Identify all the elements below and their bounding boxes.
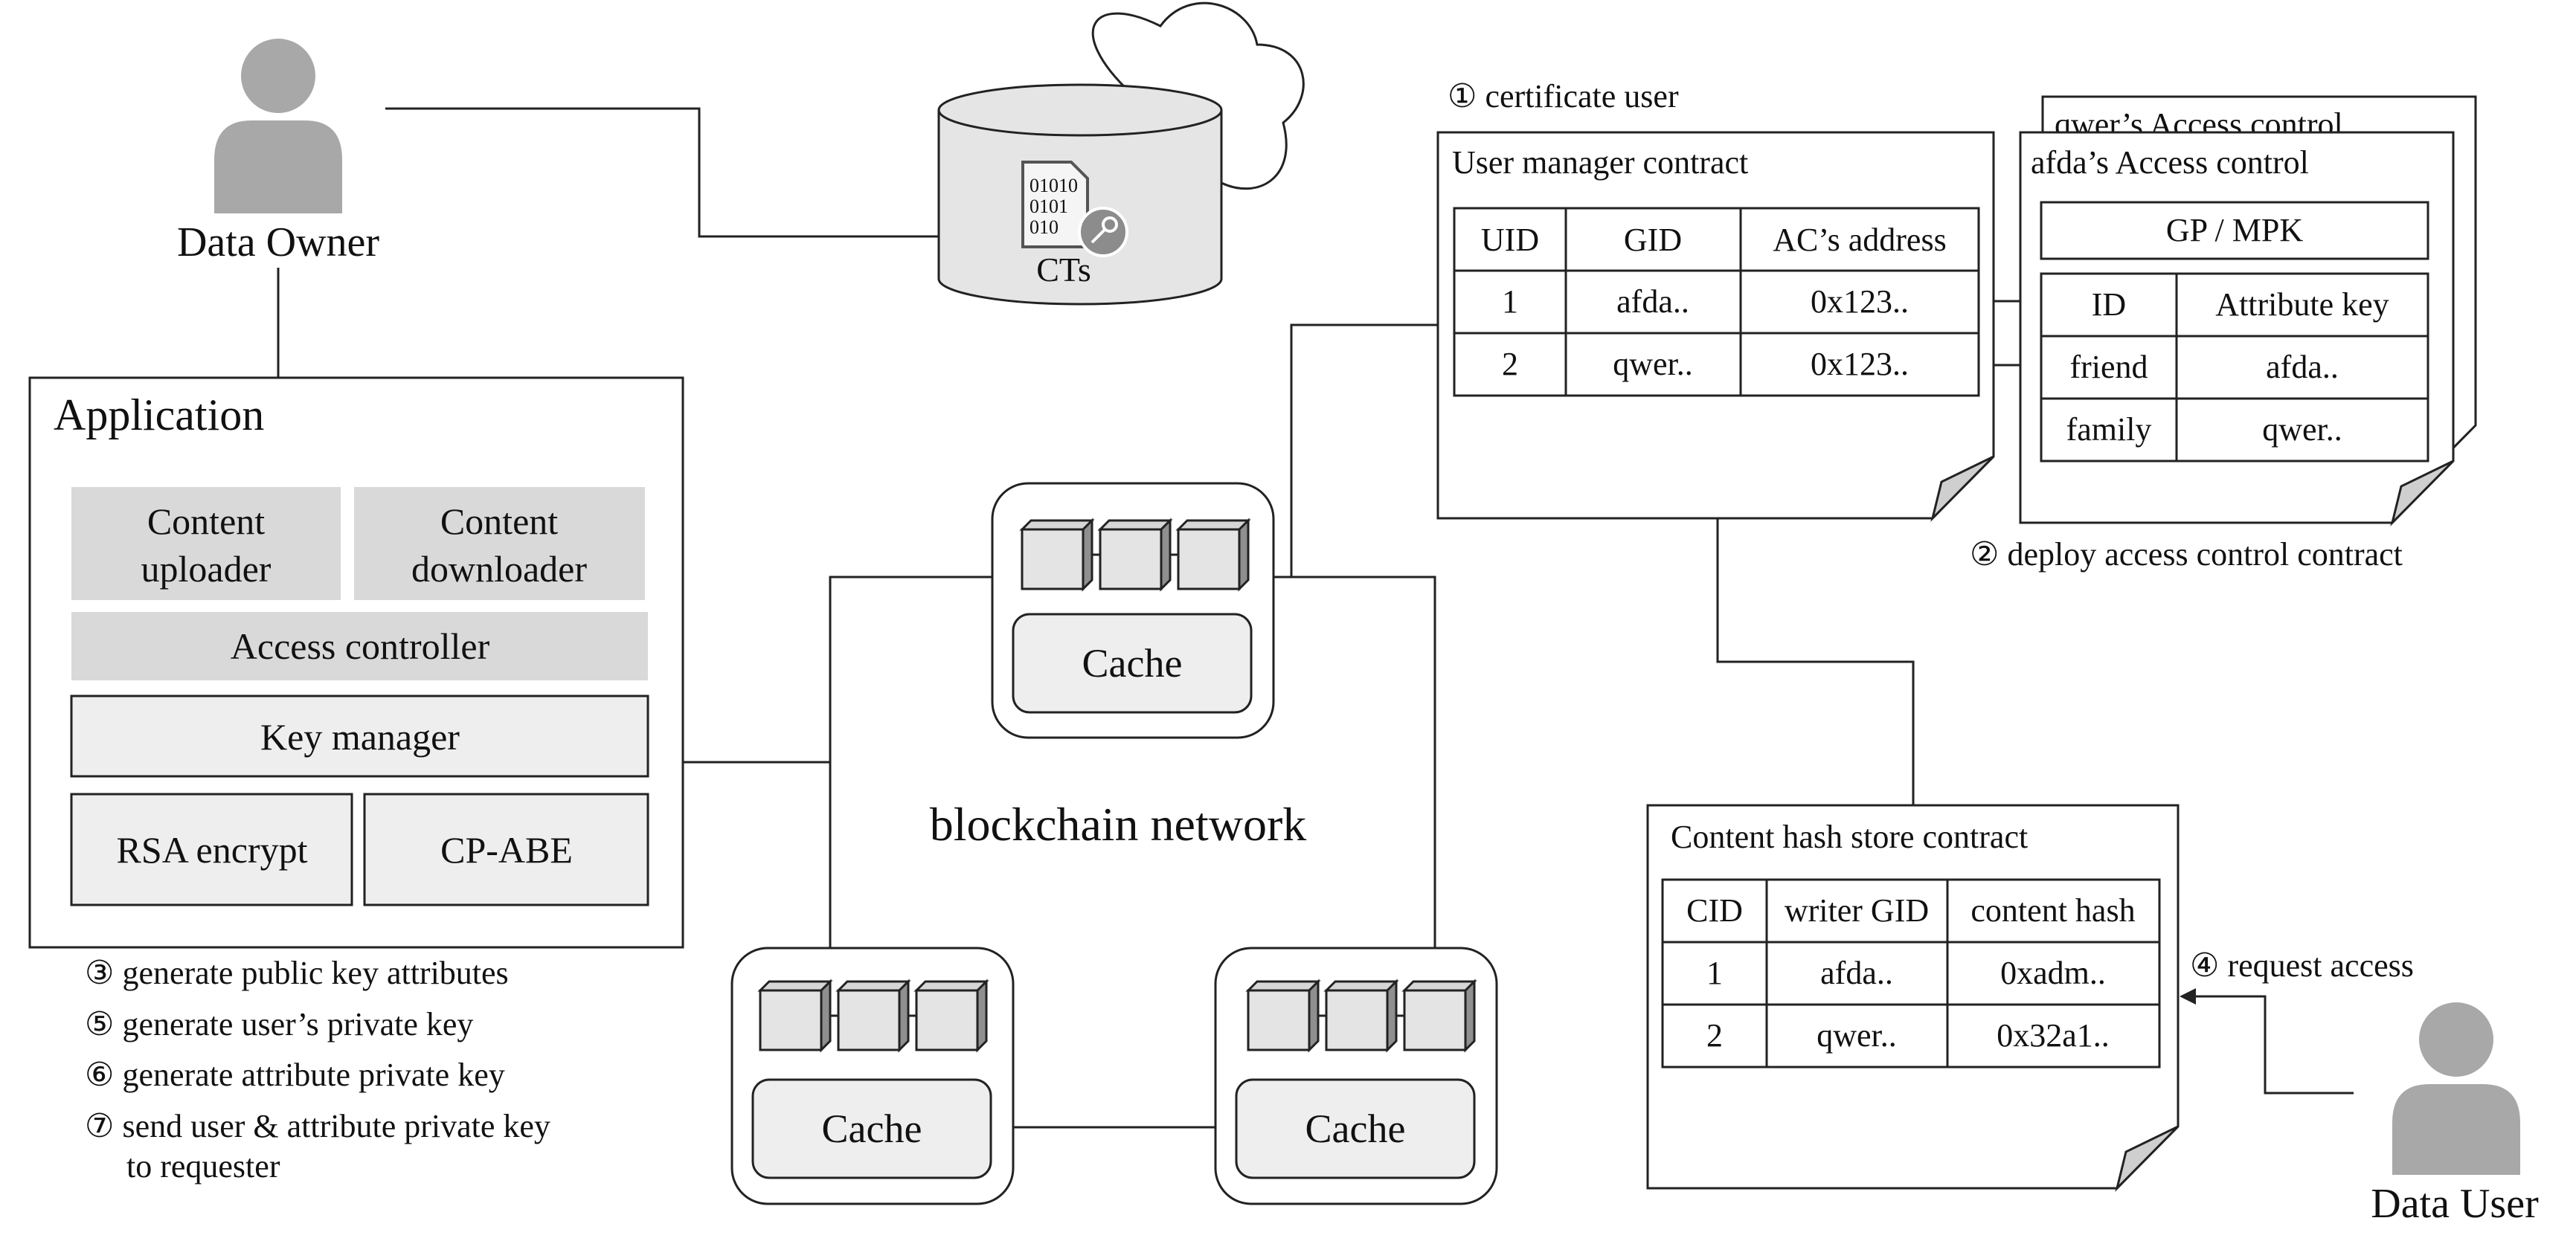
content-uploader-label-1: Content — [147, 500, 265, 542]
content-downloader-label-2: downloader — [411, 548, 587, 590]
table-header: GID — [1624, 222, 1682, 258]
ct-storage: 01010 0101 010 CTs — [937, 1, 1305, 306]
gp-mpk-box — [2040, 201, 2429, 260]
cache-label: Cache — [822, 1106, 922, 1151]
access-controller-label: Access controller — [231, 625, 490, 667]
user-manager-title: User manager contract — [1452, 144, 1748, 181]
block-cubes-icon — [757, 979, 989, 1053]
block-cubes-icon — [1019, 518, 1251, 592]
table-cell: 0x32a1.. — [1997, 1017, 2110, 1054]
step-1-text: ① certificate user — [1448, 78, 1679, 115]
content-uploader-label-2: uploader — [141, 548, 272, 590]
step-2-text: ② deploy access control contract — [1970, 536, 2403, 573]
cache-box — [1235, 1078, 1476, 1179]
person-icon-head — [2419, 1002, 2493, 1077]
table-header: ID — [2092, 286, 2126, 323]
data-owner-label: Data Owner — [177, 219, 379, 265]
table-cell: afda.. — [1616, 283, 1689, 320]
cp-abe-label: CP-ABE — [440, 829, 573, 871]
table-header: writer GID — [1785, 892, 1929, 929]
data-owner: Data Owner — [177, 39, 379, 265]
person-icon-body — [2392, 1084, 2520, 1175]
rsa-encrypt-label: RSA encrypt — [117, 829, 308, 871]
table-cell: qwer.. — [1817, 1017, 1897, 1054]
page-curl — [2390, 460, 2455, 526]
table-cell: 2 — [1502, 346, 1518, 382]
step-3-text: ③ generate public key attributes — [85, 955, 509, 991]
table-header: AC’s address — [1773, 222, 1946, 258]
cp-abe-box — [363, 793, 649, 906]
cache-box — [751, 1078, 992, 1179]
network-to-user-manager-line — [1290, 323, 1438, 577]
database-cylinder-top — [937, 83, 1223, 137]
step-4-text: ④ request access — [2190, 947, 2414, 984]
user-manager-contract: User manager contract UID GID AC’s addre… — [1436, 131, 1995, 522]
person-icon-head — [241, 39, 315, 113]
data-user: Data User — [2371, 1002, 2539, 1227]
content-downloader-box — [354, 487, 645, 600]
user-manager-table: UID GID AC’s address 1 afda.. 0x123.. 2 … — [1453, 207, 1980, 397]
table-cell: 1 — [1706, 955, 1723, 991]
connectors — [277, 107, 2354, 1129]
table-cell: 0x123.. — [1811, 346, 1909, 382]
table-cell: afda.. — [1820, 955, 1893, 991]
access-control-title: afda’s Access control — [2031, 144, 2309, 181]
table-header: Attribute key — [2215, 286, 2389, 323]
table-cell: qwer.. — [1613, 346, 1693, 382]
content-hash-table: CID writer GID content hash 1 afda.. 0xa… — [1661, 878, 2161, 1069]
content-downloader-label-1: Content — [440, 500, 558, 542]
rsa-encrypt-box — [70, 793, 353, 906]
svg-text:0101: 0101 — [1030, 196, 1068, 217]
application-panel: Application Content uploader Content dow… — [28, 376, 684, 949]
content-uploader-box — [71, 487, 341, 600]
app-steps-list: ③ generate public key attributes ⑤ gener… — [85, 955, 550, 1185]
owner-to-storage-line — [385, 107, 1008, 238]
user-manager-to-hash-line — [1716, 518, 1915, 805]
table-cell: 2 — [1706, 1017, 1723, 1054]
table-header: UID — [1481, 222, 1539, 258]
table-cell: 0xadm.. — [2000, 955, 2106, 991]
table-cell: friend — [2069, 349, 2148, 385]
network-ring-line-right — [1273, 576, 1436, 952]
step-7-text: ⑦ send user & attribute private key — [85, 1108, 550, 1144]
page-curl — [2115, 1125, 2180, 1192]
cache-label: Cache — [1082, 641, 1183, 686]
attribute-key-table: ID Attribute key friend afda.. family qw… — [2040, 272, 2429, 463]
request-arrow-head — [2180, 988, 2196, 1005]
key-manager-label: Key manager — [260, 716, 460, 758]
blockchain-node-top: Cache — [991, 482, 1275, 739]
gp-mpk-label: GP / MPK — [2166, 212, 2303, 248]
svg-text:01010: 01010 — [1030, 175, 1078, 196]
content-hash-contract: Content hash store contract CID writer G… — [1646, 804, 2180, 1192]
encrypted-file-icon: 01010 0101 010 — [1021, 161, 1128, 257]
table-header: CID — [1686, 892, 1743, 929]
content-hash-title: Content hash store contract — [1671, 819, 2028, 855]
blockchain-node-right: Cache — [1214, 947, 1498, 1205]
step-7-text-cont: to requester — [126, 1148, 280, 1185]
table-cell: family — [2066, 411, 2152, 448]
table-cell: 1 — [1502, 283, 1518, 320]
request-arrow-line — [2188, 995, 2354, 1095]
network-ring-line — [829, 576, 992, 952]
access-controller-box — [71, 612, 648, 680]
key-manager-box — [70, 694, 649, 778]
table-cell: 0x123.. — [1811, 283, 1909, 320]
page-curl — [1930, 455, 1995, 522]
blockchain-network-label: blockchain network — [930, 798, 1307, 851]
block-cubes-icon — [1245, 979, 1477, 1053]
blockchain-node-left: Cache — [730, 947, 1015, 1205]
step-6-text: ⑥ generate attribute private key — [85, 1057, 505, 1093]
svg-text:010: 010 — [1030, 216, 1059, 238]
cts-label: CTs — [1036, 251, 1091, 289]
table-cell: qwer.. — [2262, 411, 2342, 448]
cache-label: Cache — [1305, 1106, 1406, 1151]
step-5-text: ⑤ generate user’s private key — [85, 1006, 473, 1042]
data-user-label: Data User — [2371, 1181, 2539, 1227]
table-cell: afda.. — [2266, 349, 2339, 385]
cache-box — [1012, 613, 1253, 714]
person-icon-body — [214, 120, 342, 213]
application-title: Application — [54, 390, 264, 439]
access-control-contract: afda’s Access control GP / MPK ID Attrib… — [2019, 131, 2455, 526]
table-header: content hash — [1970, 892, 2135, 929]
